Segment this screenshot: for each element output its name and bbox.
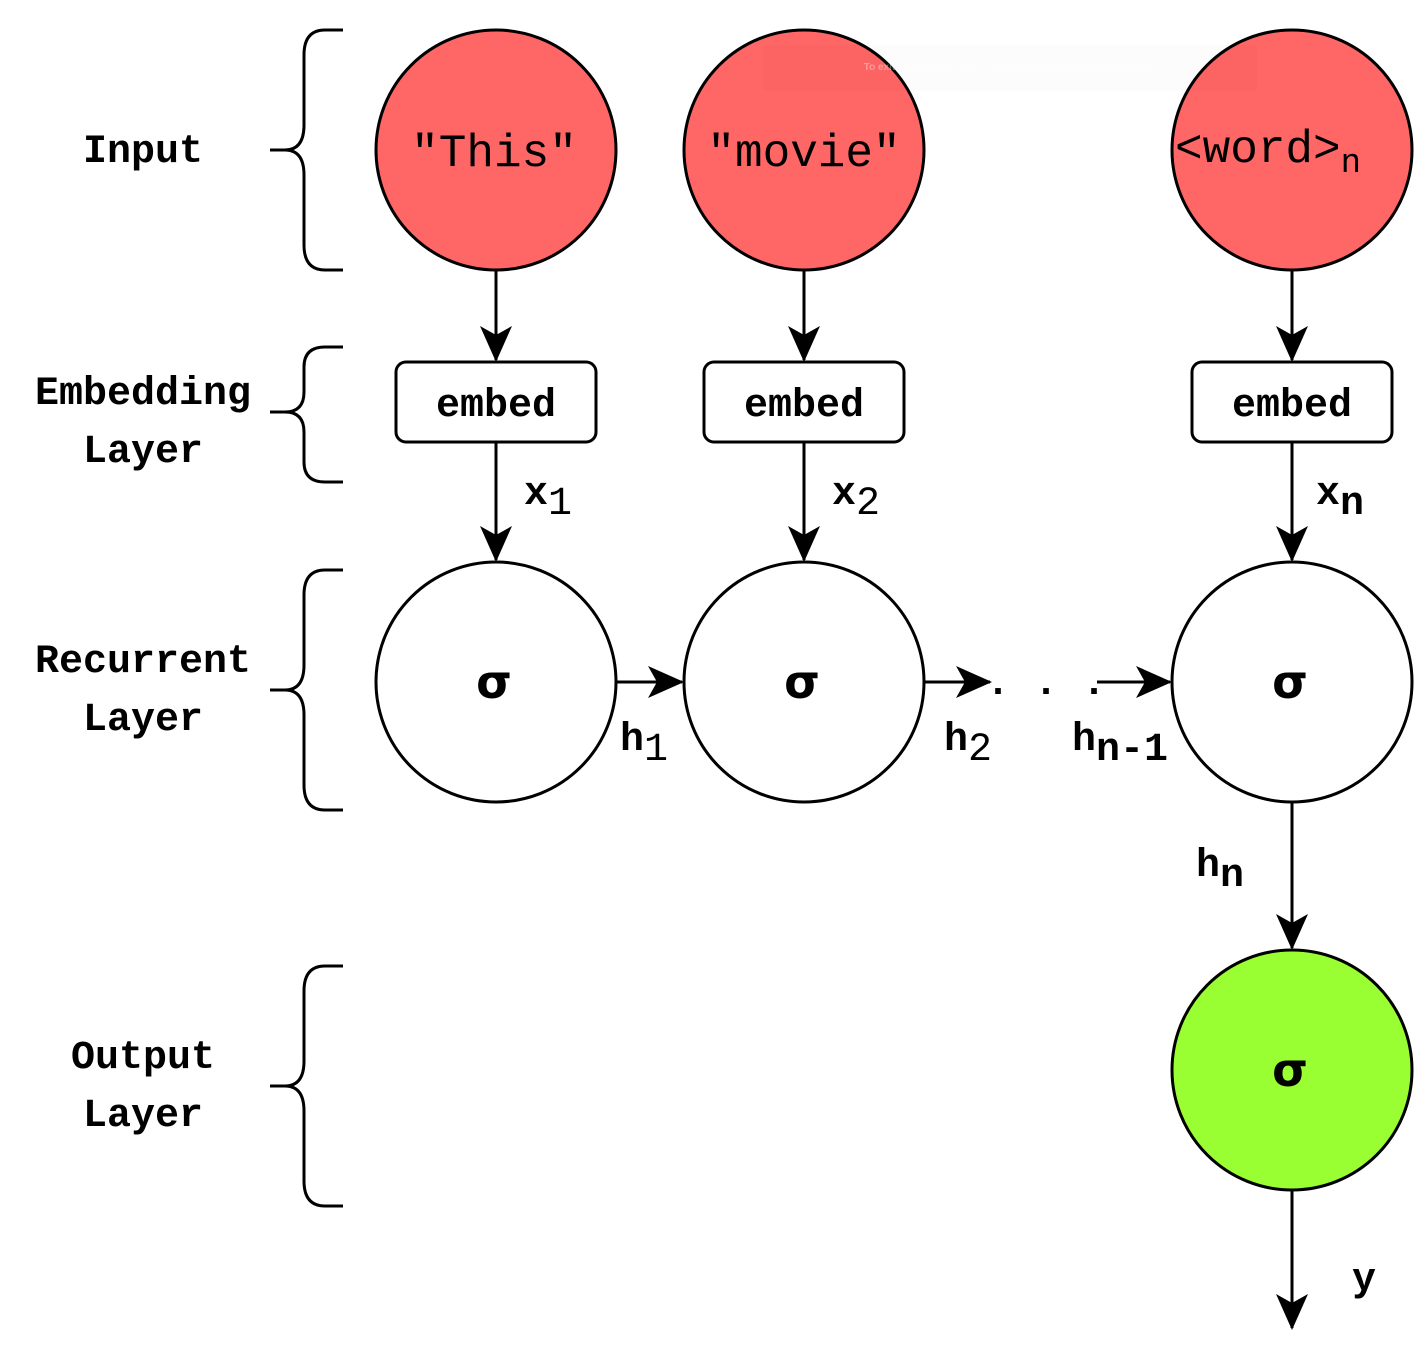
x-label-1: x1 — [524, 472, 572, 527]
recurrent-node-n: σ — [1170, 560, 1414, 804]
svg-text:<word>n: <word>n — [1175, 124, 1361, 183]
svg-text:"This": "This" — [411, 128, 577, 180]
layer-label-embedding: Embedding — [35, 372, 251, 417]
svg-text:embed: embed — [436, 384, 556, 429]
recurrent-node-2: σ — [682, 560, 926, 804]
x-label-2: x2 — [832, 472, 880, 527]
h-label-1: h1 — [620, 718, 668, 773]
embed-box-2: embed — [702, 360, 906, 444]
layer-label-input: Input — [83, 130, 203, 175]
layer-label-output-2: Layer — [83, 1094, 203, 1139]
svg-text:σ: σ — [1272, 655, 1308, 709]
svg-text:embed: embed — [744, 384, 864, 429]
svg-text:σ: σ — [1272, 1043, 1308, 1097]
recurrent-node-1: σ — [374, 560, 618, 804]
layer-label-output: Output — [71, 1036, 215, 1081]
brace-output — [270, 964, 343, 1208]
layer-label-embedding-2: Layer — [83, 430, 203, 475]
svg-text:embed: embed — [1232, 384, 1352, 429]
h-label-n: hn — [1196, 844, 1244, 899]
input-node-2: "movie" — [682, 28, 926, 272]
embed-box-n: embed — [1190, 360, 1394, 444]
brace-input — [270, 28, 343, 272]
svg-text:"movie": "movie" — [707, 128, 900, 180]
svg-text:σ: σ — [476, 655, 512, 709]
embed-box-1: embed — [394, 360, 598, 444]
h-label-2: h2 — [944, 718, 992, 773]
brace-embedding — [270, 345, 343, 484]
x-label-n: xn — [1316, 472, 1364, 527]
input-node-n: <word>n — [1170, 28, 1414, 272]
input-node-1: "This" — [374, 28, 618, 272]
h-label-n-1: hn-1 — [1072, 718, 1168, 773]
output-label-y: y — [1352, 1258, 1376, 1303]
svg-text:σ: σ — [784, 655, 820, 709]
ellipsis: . . . — [986, 662, 1106, 707]
layer-label-recurrent-2: Layer — [83, 698, 203, 743]
brace-recurrent — [270, 568, 343, 812]
output-node: σ — [1170, 948, 1414, 1192]
layer-label-recurrent: Recurrent — [35, 640, 251, 685]
fullscreen-exit-toast: To exit full screen, move mouse to top o… — [863, 62, 1156, 73]
